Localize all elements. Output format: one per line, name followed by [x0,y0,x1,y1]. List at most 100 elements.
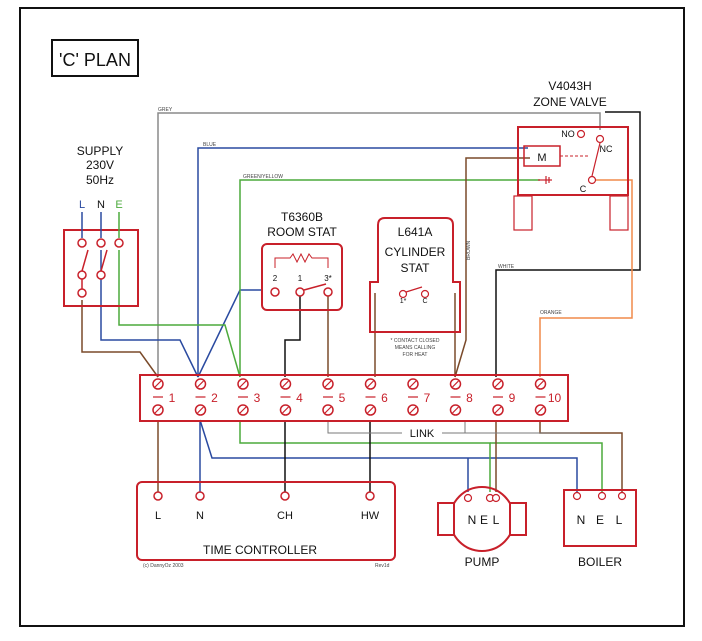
supply-switch-n [96,270,106,280]
cylinder-stat-tc: C [422,298,427,305]
time-controller-box [136,481,396,561]
pump-label-l: L [493,513,500,527]
terminal-label-3: 3 [254,391,261,405]
cylinder-stat-terminal-1 [398,289,408,299]
cylinder-stat-model: L641A [398,225,433,239]
cylinder-stat-terminal-c [420,289,430,299]
cylinder-stat-box [369,217,461,333]
terminal-label-1: 1 [169,391,176,405]
cylinder-stat-name1: CYLINDER [385,245,446,259]
room-stat-name: ROOM STAT [267,225,337,239]
boiler-name: BOILER [578,555,622,569]
wire-blue-roomstat [197,289,262,378]
room-stat-resistor-icon [274,252,329,268]
terminal-8-top-slot [452,380,459,388]
tc-label-hw: HW [361,510,380,522]
pump-outlet [509,502,527,536]
wire-green-pump [239,420,491,492]
room-stat-terminal-1 [295,287,305,297]
supply-label-e: E [115,199,122,211]
supply-terminal-n [96,238,106,248]
terminal-7-top-slot [409,380,417,388]
wire-green-supply [118,250,241,378]
wire-brown-valve [454,157,530,378]
wire-blue-supply [100,250,199,378]
tc-label-n: N [196,510,204,522]
tc-terminal-n [195,491,205,501]
wire-label-orange: ORANGE [540,310,562,316]
terminal-label-7: 7 [424,391,431,405]
tc-terminal-l [153,491,163,501]
wire-blue-valve [197,147,528,377]
zone-valve-name: ZONE VALVE [533,95,607,109]
wire-blue-boiler [199,419,578,492]
cylinder-stat-note2: MEANS CALLING [395,345,436,351]
terminal-2-top-slot [197,380,204,388]
terminal-2-bottom-slot [197,406,204,414]
boiler-label-l: L [616,513,623,527]
wire-green-valve [239,179,540,377]
room-stat-t2: 2 [273,274,278,283]
link-label-bg [402,426,442,440]
terminal-label-6: 6 [381,391,388,405]
tc-copyright: (c) DannyOz 2003 [143,563,184,569]
terminal-3-top-slot [239,380,247,388]
supply-terminal-l [77,238,87,248]
supply-title: SUPPLY [77,144,123,158]
boiler-terminal-e [597,491,607,501]
boiler-terminal-l [617,491,627,501]
terminal-1-top-slot [154,380,162,388]
terminal-1-bottom-slot [154,406,162,414]
wire-brown-boiler [539,420,623,492]
terminal-label-4: 4 [296,391,303,405]
terminal-6-bottom-slot [367,406,374,414]
wire-label-green-yellow: GREEN/YELLOW [243,174,283,180]
wire-orange-valve [539,179,633,377]
zone-valve-terminal-no [576,129,586,139]
zone-valve-no: NO [561,129,575,139]
tc-terminal-ch [280,491,290,501]
pump-terminal-n [463,493,473,503]
zone-valve-terminal-nc [595,134,605,144]
page-title: 'C' PLAN [59,50,131,70]
supply-voltage: 230V [86,158,114,172]
supply-out-l [77,288,87,298]
link-wire-2 [328,420,466,434]
pump-label-n: N [468,513,477,527]
cylinder-stat-switch [405,286,423,293]
terminal-4-bottom-slot [282,406,289,414]
boiler-label-n: N [577,513,586,527]
terminal-5-bottom-slot [324,406,332,414]
terminal-9-bottom-slot [494,406,502,414]
zone-valve-terminal-c [587,175,597,185]
supply-switch-arm-l [81,249,89,272]
zone-valve-box [517,126,629,196]
terminal-10-bottom-slot [537,406,544,414]
tc-label-l: L [155,510,161,522]
terminal-3-bottom-slot [239,406,247,414]
cylinder-stat-name2: STAT [401,261,431,275]
zone-valve-motor: M [537,152,546,164]
supply-freq: 50Hz [86,173,114,187]
boiler-terminal-n [572,491,582,501]
room-stat-t1: 1 [298,274,303,283]
zone-valve-body-right [609,195,629,231]
zone-valve-body-left [513,195,533,231]
zone-valve-model: V4043H [548,79,591,93]
room-stat-box [261,243,343,311]
terminal-label-10: 10 [548,391,562,405]
title-box [51,39,139,77]
supply-label-n: N [97,199,105,211]
tc-terminal-hw [365,491,375,501]
tc-label-ch: CH [277,510,293,522]
zone-valve-c: C [580,184,587,194]
wire-green-boiler [490,442,603,492]
tc-rev: Rev1d [375,563,390,569]
pump-terminal-l [491,493,501,503]
terminal-7-bottom-slot [409,406,417,414]
wire-label-brown: BROWN [466,240,472,260]
outer-frame [19,7,685,627]
boiler-label-e: E [596,513,604,527]
